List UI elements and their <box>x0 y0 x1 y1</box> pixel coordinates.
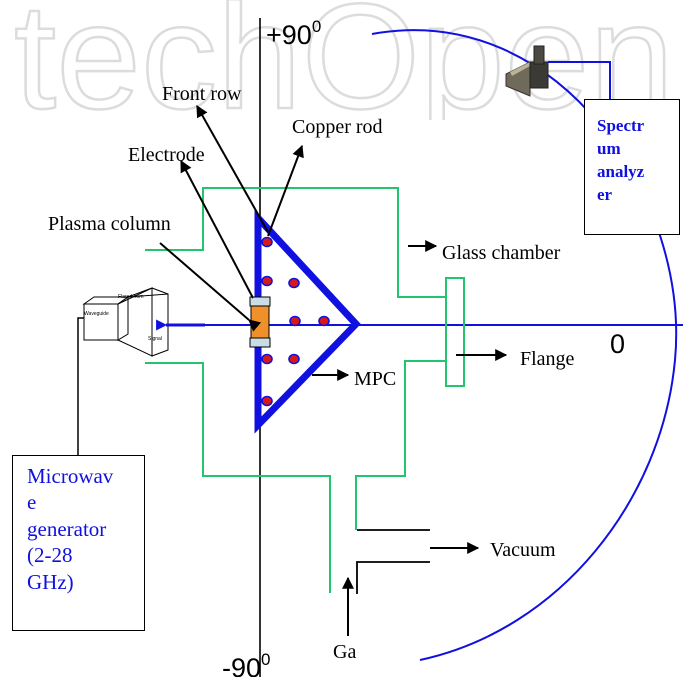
glass-chamber-outline-lower <box>145 362 331 593</box>
copper-rod-dot <box>288 353 300 365</box>
copper-rod-dot <box>261 275 273 287</box>
flange-label: Flange <box>520 348 575 370</box>
plasma-column-label: Plasma column <box>48 213 171 235</box>
copper-rod-dot <box>261 236 273 248</box>
vacuum-label: Vacuum <box>490 539 556 561</box>
microwave-generator-line: GHz) <box>27 569 74 594</box>
mpc-triangle <box>254 209 361 434</box>
plasma-column <box>249 296 271 348</box>
front-row-label: Front row <box>162 83 242 105</box>
receiver-horn <box>505 45 549 97</box>
bottom-angle-value: -90 <box>222 653 262 677</box>
angle-arc <box>371 29 678 661</box>
microwave-generator-line: generator <box>27 516 107 541</box>
copper-rods <box>261 236 330 407</box>
spectrum-analyzer-box: Spectr um analyz er <box>584 99 680 235</box>
microwave-generator-line: e <box>27 490 37 515</box>
glass-chamber-outline-right <box>355 360 446 530</box>
top-angle-value: +90 <box>266 20 312 50</box>
bottom-angle-degree: 0 <box>261 650 271 669</box>
front-row-arrow <box>196 104 269 233</box>
plasma-body <box>250 305 270 339</box>
waveguide-label: Waveguide <box>84 311 109 317</box>
copper-rod-dot <box>261 353 273 365</box>
watermark: techOpen <box>13 0 676 120</box>
bottom-angle-label: -900 <box>222 651 271 677</box>
zero-angle-label: 0 <box>610 329 626 359</box>
flared-horn-antenna <box>82 287 169 357</box>
spectrum-analyzer-line: analyz <box>597 162 645 182</box>
glass-chamber-label: Glass chamber <box>442 242 561 264</box>
copper-rod-label: Copper rod <box>292 116 383 138</box>
copper-rod-dot <box>289 315 301 327</box>
flange <box>445 277 465 387</box>
mpc-label: MPC <box>354 368 397 390</box>
copper-rod-arrow <box>267 144 304 237</box>
microwave-generator-box: Microwav e generator (2-28 GHz) <box>12 455 145 631</box>
flared-horn-label: Flared horn <box>118 294 144 300</box>
electrode-arrow <box>180 159 254 299</box>
microwave-generator-line: Microwav <box>27 464 114 488</box>
electrode-bottom <box>249 337 271 348</box>
microwave-generator-text: Microwav e generator (2-28 GHz) <box>27 463 144 595</box>
gas-port <box>356 561 430 594</box>
signal-label: Signal <box>148 336 162 342</box>
analyzer-cable <box>548 61 611 99</box>
copper-rod-dot <box>318 315 330 327</box>
watermark-text: techOpen <box>14 0 674 120</box>
top-angle-label: +900 <box>266 18 321 49</box>
spectrum-analyzer-line: er <box>597 185 613 205</box>
electrode-top <box>249 296 271 307</box>
copper-rod-dot <box>288 277 300 289</box>
plasma-column-arrow <box>159 242 262 332</box>
glass-chamber-outline <box>145 187 446 298</box>
top-angle-degree: 0 <box>311 17 322 36</box>
spectrum-analyzer-text: Spectr um analyz er <box>597 114 679 206</box>
spectrum-analyzer-line: Spectr <box>597 116 645 135</box>
copper-rod-dot <box>261 395 273 407</box>
electrode-label: Electrode <box>128 144 205 166</box>
spectrum-analyzer-line: um <box>597 139 621 159</box>
generator-cable <box>77 317 84 455</box>
gas-label: Ga <box>333 641 357 663</box>
microwave-generator-line: (2-28 <box>27 543 73 568</box>
